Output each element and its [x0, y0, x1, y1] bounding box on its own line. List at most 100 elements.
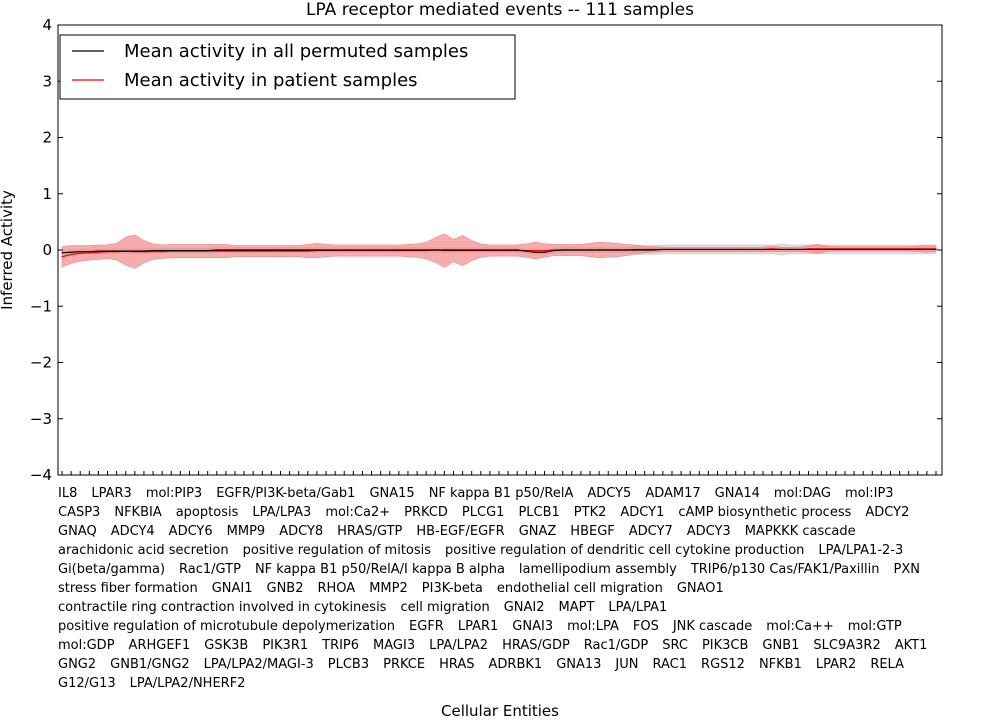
data-point — [179, 249, 181, 252]
x-tick-label: Rac1/GTP — [179, 562, 241, 577]
y-tick-label: −3 — [30, 410, 52, 428]
legend-label-permuted: Mean activity in all permuted samples — [124, 41, 468, 62]
data-point — [225, 249, 227, 251]
data-point — [625, 249, 628, 251]
plot-frame — [57, 24, 943, 476]
data-point — [744, 248, 746, 251]
data-point — [398, 249, 400, 251]
x-tick-label: mol:LPA — [567, 619, 619, 634]
data-point — [188, 249, 191, 252]
y-tick-label: −4 — [30, 466, 52, 482]
x-tick-label: positive regulation of mitosis — [242, 543, 432, 558]
x-tick-label: GNG2 — [58, 657, 97, 672]
x-tick-label: GSK3B — [204, 638, 249, 653]
x-tick-label: MMP2 — [369, 581, 408, 596]
x-tick-label: LPA/LPA1-2-3 — [818, 543, 904, 558]
x-tick-label: GNAI1 — [211, 581, 253, 596]
data-point — [762, 248, 764, 251]
x-tick-label: NFKBIA — [114, 505, 162, 520]
x-tick-label: ADCY5 — [587, 486, 632, 501]
data-point — [844, 248, 846, 251]
x-tick-label: LPAR2 — [815, 657, 857, 672]
data-point — [616, 249, 618, 251]
x-tick-label: GNA15 — [369, 486, 415, 501]
data-point — [370, 249, 373, 251]
data-point — [289, 249, 291, 251]
x-tick-label: GNB1 — [762, 638, 800, 653]
y-tick-label: 0 — [42, 241, 52, 259]
x-tick-label: HB-EGF/EGFR — [416, 524, 505, 539]
data-point — [307, 249, 309, 251]
x-tick-label: RAC1 — [652, 657, 688, 672]
data-point — [298, 250, 300, 252]
data-point — [88, 251, 90, 253]
x-tick-label: cAMP biosynthetic process — [678, 505, 852, 520]
x-tick-label: ADCY1 — [620, 505, 665, 520]
x-tick-label: ADCY7 — [628, 524, 673, 539]
data-point — [580, 249, 582, 251]
x-tick-label: HRAS — [439, 657, 475, 672]
data-point — [534, 249, 537, 252]
data-point — [243, 250, 245, 252]
data-point — [152, 251, 154, 253]
x-tick-label: ADCY3 — [686, 524, 731, 539]
data-point — [134, 250, 136, 252]
data-point — [461, 249, 464, 251]
x-tick-label: PLCB1 — [518, 505, 560, 520]
data-point — [116, 250, 118, 252]
data-point — [207, 249, 209, 252]
data-point — [106, 250, 109, 252]
data-point — [270, 249, 272, 251]
data-point — [917, 248, 919, 251]
x-tick-label: ADCY4 — [110, 524, 155, 539]
data-point — [234, 249, 236, 251]
data-point — [243, 249, 245, 251]
x-tick-label: GNAI2 — [503, 600, 545, 615]
data-point — [443, 249, 445, 251]
data-point — [61, 252, 63, 254]
x-tick-label: mol:DAG — [773, 486, 832, 501]
x-tick-label: arachidonic acid secretion — [58, 543, 229, 558]
data-point — [562, 249, 564, 251]
data-point — [908, 248, 910, 251]
x-tick-label: cell migration — [400, 600, 490, 615]
x-tick-label: contractile ring contraction involved in… — [58, 600, 387, 615]
data-point — [480, 249, 482, 251]
x-tick-label: CASP3 — [58, 505, 101, 520]
data-point — [826, 248, 828, 251]
x-tick-label: LPAR1 — [457, 619, 499, 634]
x-tick-label: mol:Ca2+ — [325, 505, 391, 520]
data-point — [316, 249, 318, 251]
data-point — [307, 250, 309, 252]
data-point — [644, 249, 646, 251]
data-point — [79, 252, 81, 254]
data-point — [735, 248, 737, 251]
x-tick-label: LPAR3 — [91, 486, 132, 501]
x-tick-label: TRIP6/p130 Cas/FAK1/Paxillin — [690, 562, 880, 577]
data-point — [598, 249, 600, 251]
x-tick-label: PXN — [893, 562, 920, 577]
data-point — [143, 250, 145, 252]
x-tick-label: PIK3CB — [701, 638, 749, 653]
data-point — [898, 248, 901, 251]
x-tick-label: mol:GDP — [58, 638, 115, 653]
x-tick-label: MAPKKK cascade — [744, 524, 856, 539]
x-tick-label: ADCY8 — [279, 524, 324, 539]
x-tick-label: AKT1 — [894, 638, 928, 653]
y-tick-label: 1 — [42, 185, 52, 203]
data-point — [880, 248, 882, 251]
y-tick-label: 3 — [42, 72, 52, 90]
x-tick-label: RGS12 — [701, 657, 745, 672]
data-point — [216, 249, 218, 251]
y-tick-label: 4 — [42, 16, 52, 34]
data-point — [707, 248, 709, 251]
x-tick-label: ARHGEF1 — [128, 638, 191, 653]
x-ticks — [61, 471, 937, 475]
x-tick-label: ADAM17 — [645, 486, 701, 501]
data-point — [817, 248, 819, 251]
data-point — [516, 249, 518, 251]
data-point — [334, 249, 336, 251]
data-point — [97, 250, 100, 252]
y-tick-label: −1 — [30, 297, 52, 315]
